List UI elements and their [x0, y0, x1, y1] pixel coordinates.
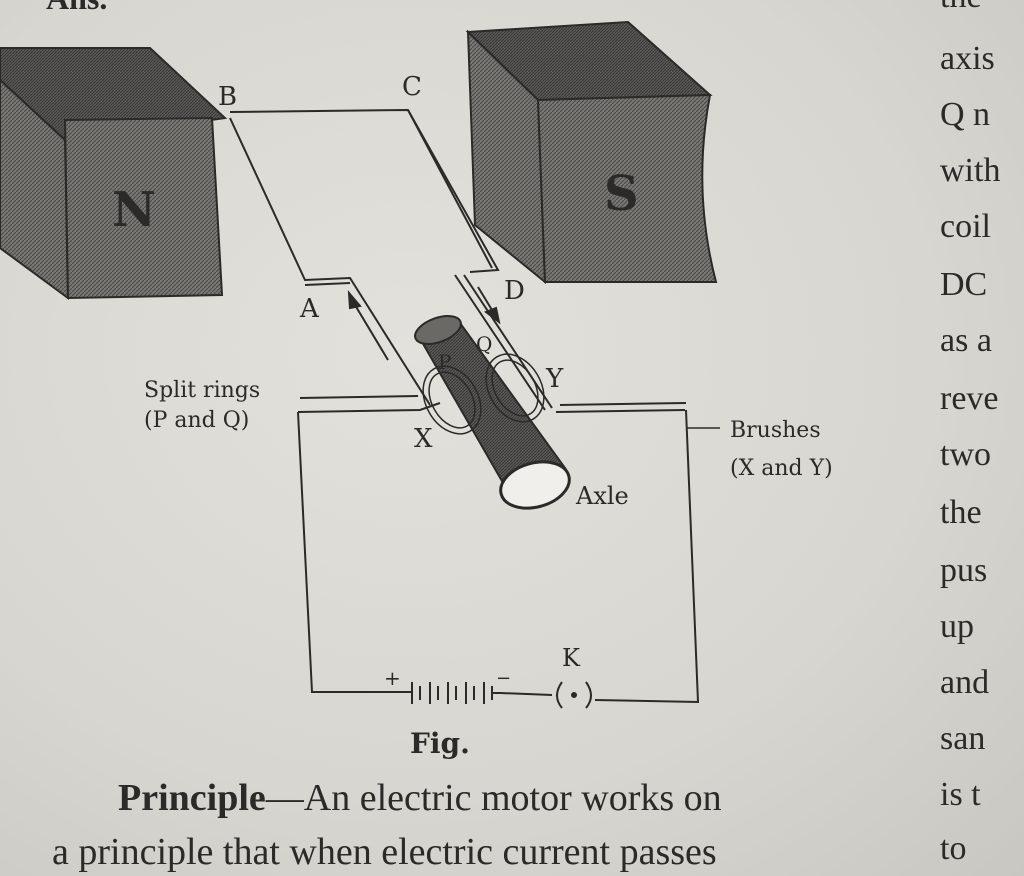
brushes	[297, 395, 687, 413]
battery-plus-label: +	[384, 666, 401, 690]
key-switch	[556, 681, 592, 709]
ring-label-q: Q	[476, 332, 493, 356]
magnet-south-label: S	[604, 166, 639, 222]
right-column-fragments: the axis Q n with coil DC as a reve two …	[930, 0, 1024, 876]
coil-abcd	[229, 108, 553, 411]
figure-caption: Fig.	[410, 727, 470, 760]
battery-minus-label: −	[496, 668, 512, 689]
principle-line-1-text: —An electric motor works on	[265, 777, 722, 819]
right-fragment: up	[940, 608, 974, 645]
key-label: K	[562, 644, 580, 672]
circuit-wire	[297, 409, 700, 704]
right-fragment: the	[940, 0, 982, 16]
current-arrows	[347, 286, 501, 361]
brushes-label-line1: Brushes	[730, 418, 821, 443]
split-rings	[422, 353, 545, 435]
brush-label-y: Y	[546, 364, 564, 394]
axle-label: Axle	[576, 482, 629, 510]
right-fragment: Q n	[940, 96, 991, 133]
right-fragment: san	[940, 720, 986, 757]
ring-label-p: P	[438, 350, 452, 374]
coil-label-c: C	[402, 72, 422, 102]
right-fragment: is t	[940, 776, 981, 813]
right-fragment: coil	[940, 208, 991, 245]
coil-label-b: B	[218, 82, 238, 112]
south-magnet	[465, 20, 718, 285]
right-fragment: axis	[940, 40, 995, 77]
right-fragment: with	[940, 152, 1001, 189]
axle	[414, 315, 571, 510]
north-magnet	[0, 47, 228, 301]
right-fragment: to	[940, 830, 967, 867]
split-rings-label-line1: Split rings	[144, 378, 261, 403]
principle-heading: Principle	[118, 777, 266, 819]
split-rings-label-line2: (P and Q)	[144, 408, 250, 433]
right-fragment: two	[940, 436, 991, 473]
right-fragment: as a	[940, 322, 992, 359]
coil-label-a: A	[300, 294, 319, 324]
right-fragment: DC	[940, 266, 988, 303]
magnet-north-label: N	[112, 182, 156, 238]
right-fragment: pus	[940, 552, 988, 589]
principle-line-1: Principle—An electric motor works on	[118, 776, 722, 820]
brushes-label-line2: (X and Y)	[730, 456, 833, 481]
right-fragment: and	[940, 664, 990, 701]
coil-label-d: D	[504, 276, 525, 306]
battery	[400, 682, 500, 704]
brush-label-x: X	[414, 424, 433, 454]
right-fragment: the	[940, 494, 982, 531]
header-fragment: Ans.	[46, 0, 107, 14]
right-fragment: reve	[940, 380, 999, 417]
electric-motor-diagram	[0, 20, 720, 709]
principle-line-2: a principle that when electric current p…	[52, 831, 717, 873]
